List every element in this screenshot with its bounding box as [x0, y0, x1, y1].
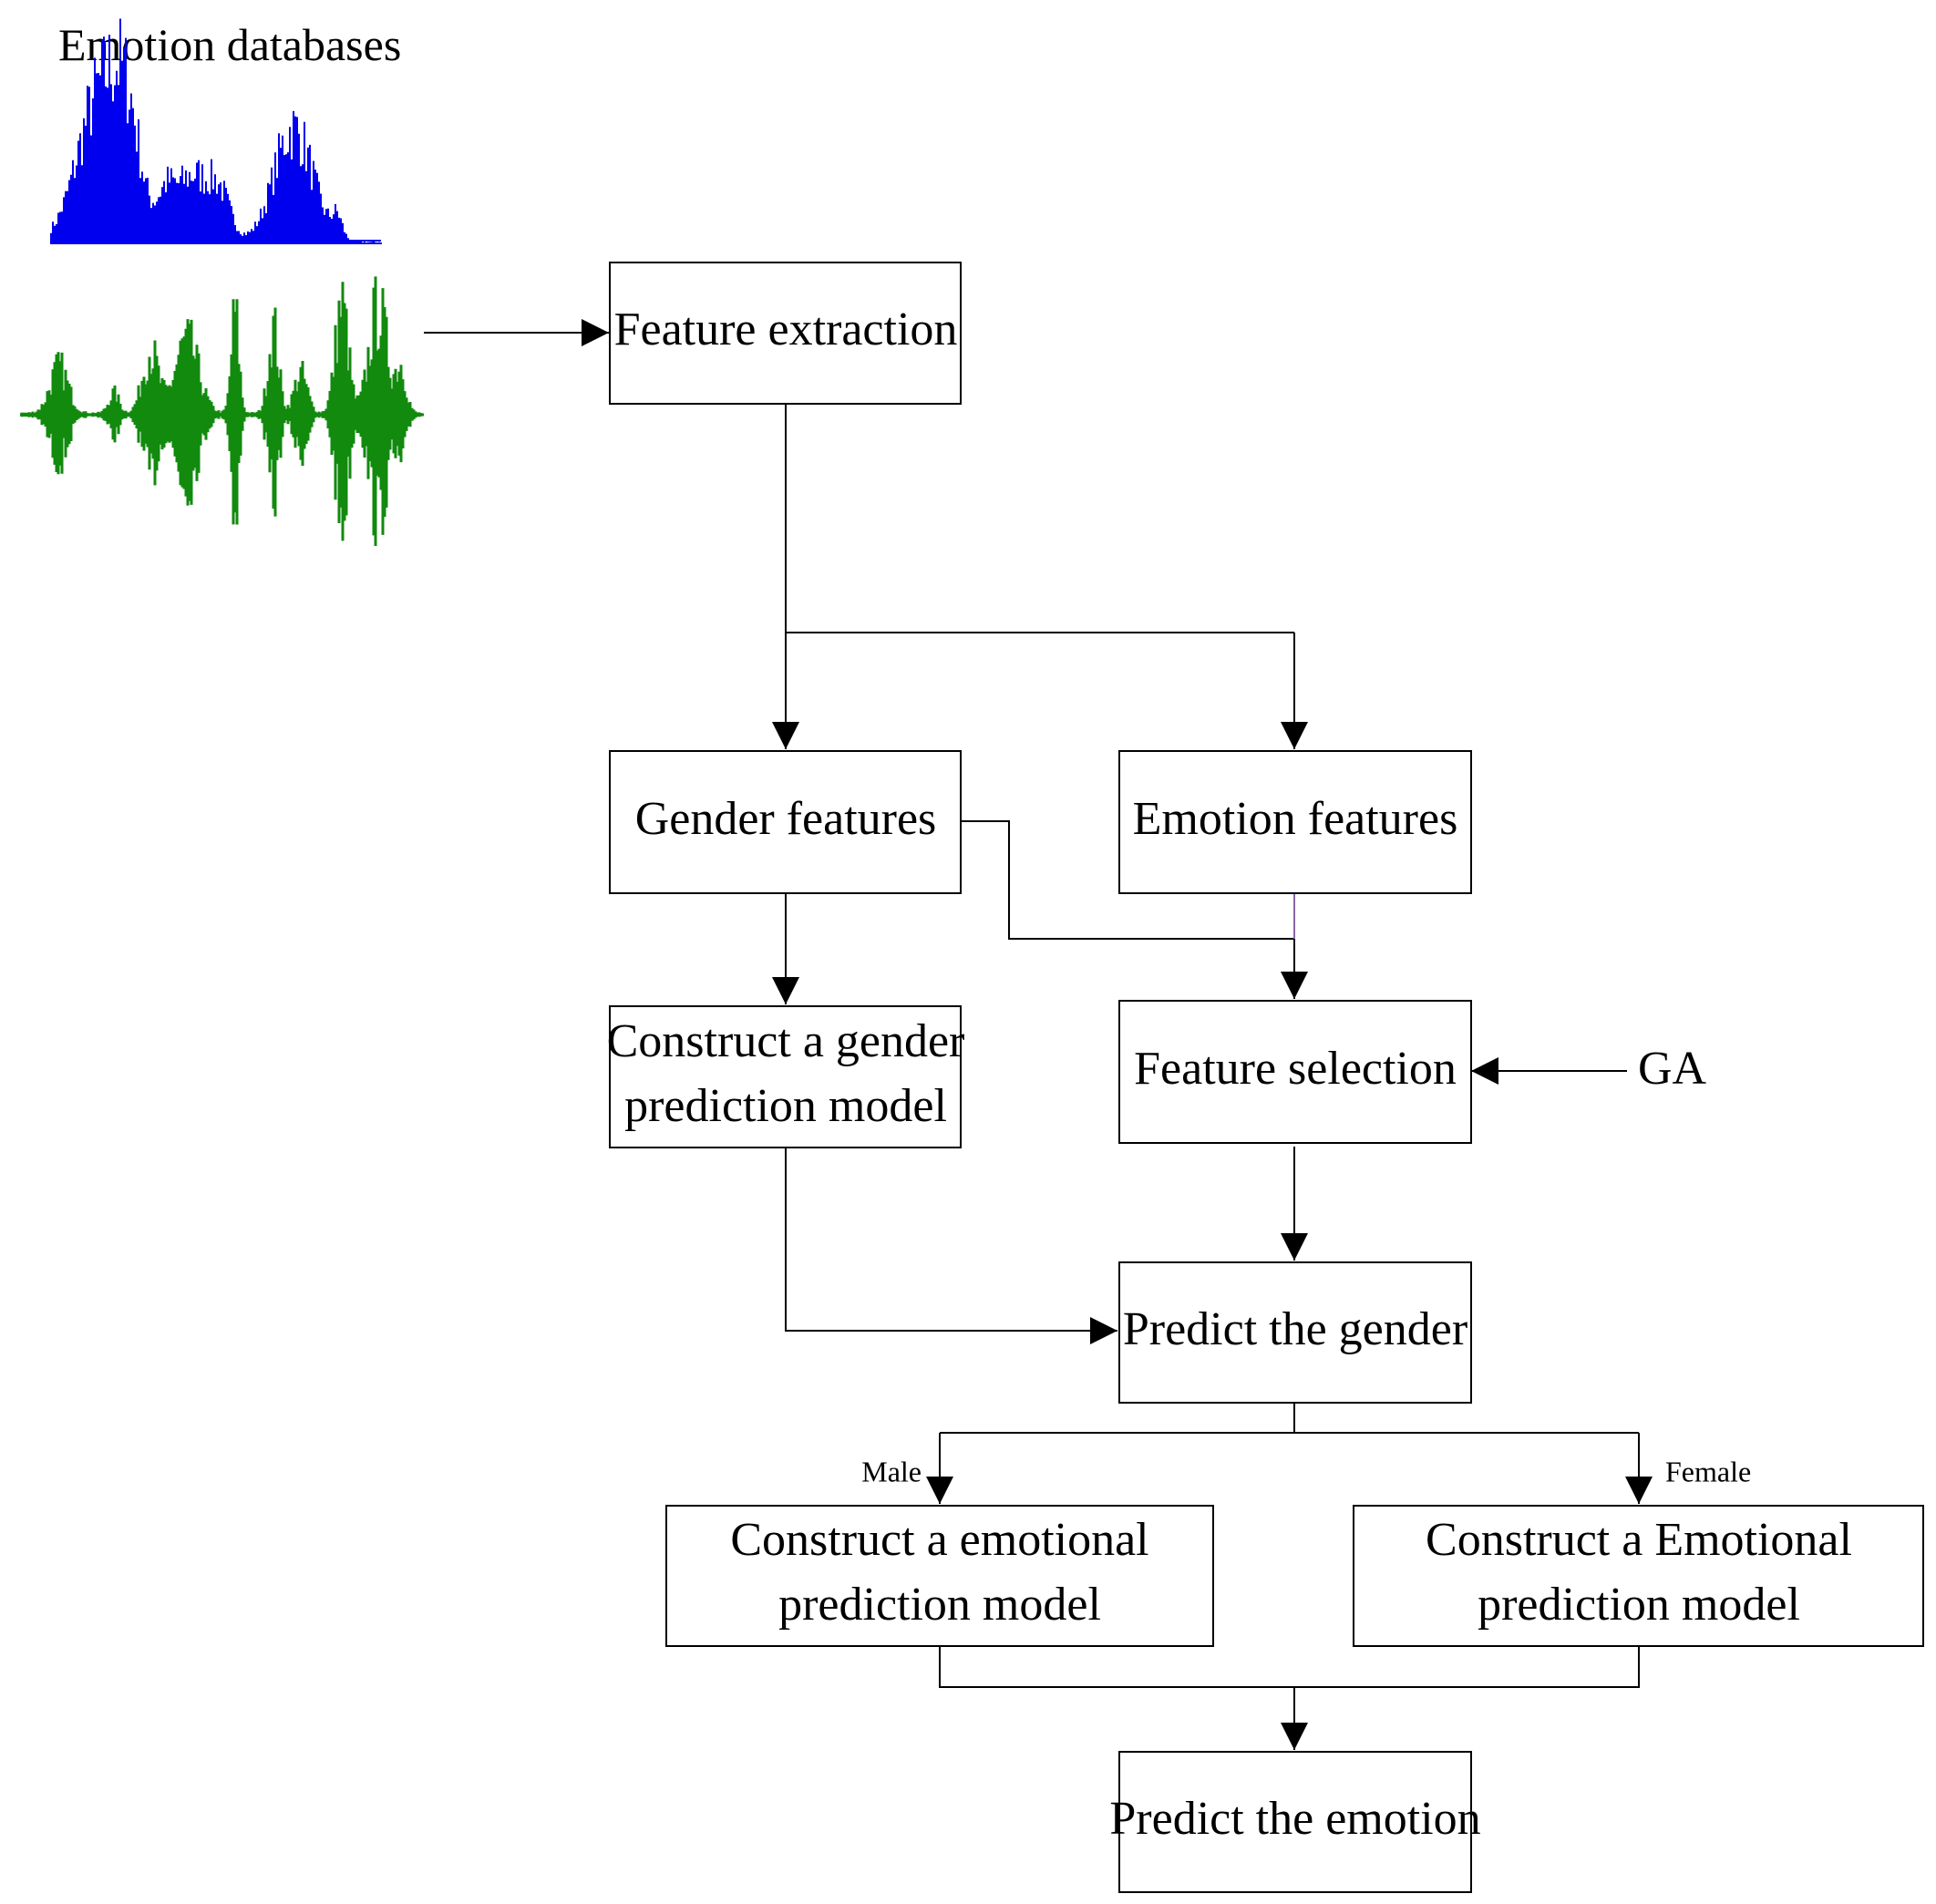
node-gender-features: Gender features [609, 750, 962, 894]
node-label: Predict the gender [1123, 1303, 1467, 1355]
node-label: Feature extraction [614, 304, 958, 355]
node-gender-model: Construct a gender prediction model [607, 1005, 965, 1148]
node-label-line-2: prediction model [778, 1579, 1101, 1631]
node-emotion-features: Emotion features [1118, 750, 1472, 894]
edge-label-female: Female [1665, 1455, 1751, 1487]
node-label: Feature selection [1134, 1043, 1457, 1095]
arrow-gender-model-to-predict [785, 1148, 1117, 1344]
node-male-emotion-model: Construct a emotional prediction model [665, 1505, 1214, 1647]
database-title: Emotion databases [58, 19, 401, 70]
node-label: Emotion features [1133, 793, 1458, 845]
node-label-line-2: prediction model [1478, 1579, 1800, 1631]
node-label: Predict the emotion [1109, 1793, 1480, 1845]
line-gender-to-selection [961, 820, 1294, 940]
ga-label: GA [1638, 1043, 1707, 1095]
node-predict-emotion: Predict the emotion [1109, 1751, 1481, 1893]
speech-waveform-image [20, 276, 424, 546]
edge-label-male: Male [861, 1455, 922, 1487]
node-feature-extraction: Feature extraction [609, 262, 962, 405]
node-label-line-1: Construct a Emotional [1426, 1514, 1852, 1566]
node-predict-gender: Predict the gender [1118, 1261, 1472, 1404]
connectors [424, 319, 1653, 1750]
node-female-emotion-model: Construct a Emotional prediction model [1353, 1505, 1924, 1647]
node-label-line-2: prediction model [624, 1080, 947, 1132]
line-merge-models [939, 1646, 1640, 1688]
node-label-line-1: Construct a emotional [730, 1514, 1148, 1566]
node-label: Gender features [635, 793, 937, 845]
speech-waveform [20, 276, 424, 546]
node-label-line-1: Construct a gender [607, 1015, 965, 1067]
spectrum-waveform [50, 18, 382, 244]
spectrum-waveform-image [50, 18, 382, 244]
node-feature-selection: Feature selection [1118, 1000, 1472, 1144]
